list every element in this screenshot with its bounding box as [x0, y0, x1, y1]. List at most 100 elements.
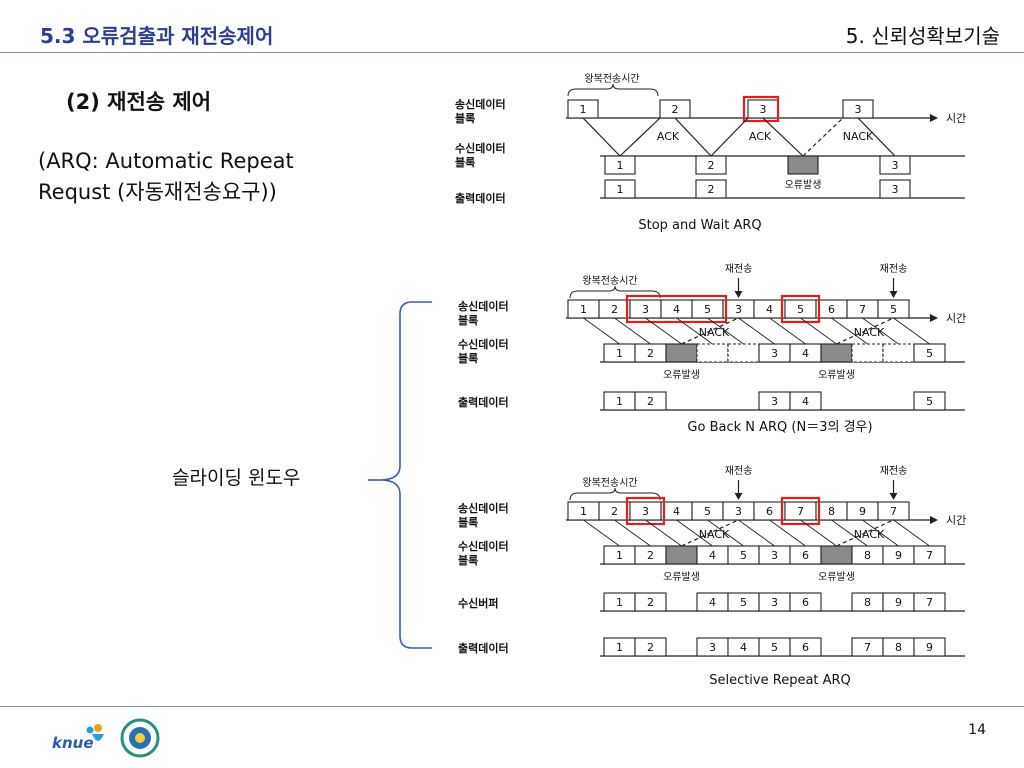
gbn-recv-block-9 — [851, 343, 884, 363]
sr-retransmit-label-2: 재전송 — [880, 465, 908, 477]
sr-send-block-11-label: 7 — [890, 505, 897, 518]
sw-output-row-label-line1: 출력데이터 — [455, 191, 506, 205]
gbn-retransmit-label-1: 재전송 — [725, 263, 753, 275]
sw-error-label: 오류발생 — [785, 179, 822, 191]
gbn-data-arrow-3 — [645, 317, 682, 345]
sw-send-row-label-line1: 송신데이터 — [455, 97, 506, 111]
gbn-send-block-6-label: 3 — [735, 303, 742, 316]
sr-recv-block-4-label: 4 — [709, 549, 716, 562]
sr-recv-row-label-line2: 블록 — [458, 554, 478, 567]
sr-highlight-1 — [625, 496, 666, 526]
gbn-data-arrow-6 — [738, 317, 775, 345]
gbn-title: Go Back N ARQ (N＝3의 경우) — [687, 420, 872, 435]
sr-send-axis-arrow — [930, 516, 938, 524]
sr-highlight-2 — [780, 496, 821, 526]
gbn-time-label: 시간 — [946, 312, 966, 325]
gbn-nack-arrow-2 — [836, 317, 894, 345]
sw-recv-row-label-line1: 수신데이터 — [455, 141, 506, 155]
gbn-highlight-1 — [625, 294, 728, 324]
sr-output-block-10-label: 8 — [895, 641, 902, 654]
gbn-recv-block-3 — [665, 343, 698, 363]
arq-description-line1: (ARQ: Automatic Repeat — [38, 149, 294, 173]
sw-ack-arrow-2 — [710, 117, 749, 157]
sr-send-block-10-label: 9 — [859, 505, 866, 518]
gbn-send-block-11-label: 5 — [890, 303, 897, 316]
sr-data-arrow-7 — [769, 519, 806, 547]
sr-output-block-5-label: 4 — [740, 641, 747, 654]
sr-output-block-1-label: 1 — [616, 641, 623, 654]
gbn-error-label-1: 오류발생 — [663, 369, 700, 381]
gbn-send-row-label-line1: 송신데이터 — [458, 299, 509, 313]
sr-send-block-5-label: 5 — [704, 505, 711, 518]
gbn-data-arrow-5 — [707, 317, 744, 345]
gbn-data-arrow-4 — [676, 317, 713, 345]
gbn-data-arrow-2 — [614, 317, 651, 345]
sr-recv-block-11-label: 7 — [926, 549, 933, 562]
section-title: 5.3 오류검출과 재전송제어 — [40, 24, 274, 48]
sr-send-block-2-label: 2 — [611, 505, 618, 518]
sr-send-block-9-label: 8 — [828, 505, 835, 518]
sr-send-block-8-label: 7 — [797, 505, 804, 518]
gbn-retransmit-arrowhead-1 — [734, 291, 743, 298]
sr-output-block-4-label: 3 — [709, 641, 716, 654]
sr-buffer-block-5-label: 5 — [740, 596, 747, 609]
gbn-output-block-7-label: 4 — [802, 395, 809, 408]
gbn-recv-block-8 — [820, 343, 853, 363]
logo-text: knue — [52, 734, 94, 752]
gbn-send-axis-arrow — [930, 314, 938, 322]
page-number: 14 — [968, 722, 986, 738]
sr-data-arrow-3 — [645, 519, 682, 547]
sr-buffer-block-7 — [789, 592, 822, 612]
sr-output-block-9-label: 7 — [864, 641, 871, 654]
sr-recv-block-1-label: 1 — [616, 549, 623, 562]
sr-buffer-block-1-label: 1 — [616, 596, 623, 609]
sr-buffer-row-label-line1: 수신버퍼 — [458, 596, 498, 610]
sw-send-axis-arrow — [930, 114, 938, 122]
sw-data-arrow-4 — [857, 117, 896, 157]
gbn-send-block-9-label: 6 — [828, 303, 835, 316]
sr-retransmit-label-1: 재전송 — [725, 465, 753, 477]
sw-send-block-3-label: 3 — [760, 103, 767, 116]
sr-data-arrow-1 — [583, 519, 620, 547]
sr-output-block-2 — [634, 637, 667, 657]
gbn-recv-block-7-label: 4 — [802, 347, 809, 360]
sw-rtt-label: 왕복전송시간 — [584, 73, 639, 85]
sr-data-arrow-8 — [800, 519, 837, 547]
sr-nack-arrow-1 — [681, 519, 739, 547]
sw-nack-label: NACK — [843, 130, 874, 143]
sr-buffer-block-9-label: 8 — [864, 596, 871, 609]
sr-nack-arrow-2 — [836, 519, 894, 547]
sw-data-arrow-2 — [674, 117, 712, 157]
sw-ack-label-2: ACK — [749, 130, 772, 143]
sw-send-block-2-label: 2 — [672, 103, 679, 116]
sr-output-block-7-label: 6 — [802, 641, 809, 654]
sw-output-block-1-label: 1 — [617, 183, 624, 196]
sliding-window-bracket — [379, 301, 432, 649]
sr-output-block-11-label: 9 — [926, 641, 933, 654]
gbn-highlight-2 — [780, 294, 821, 324]
sw-data-arrow-3 — [762, 117, 804, 157]
sr-recv-block-10-label: 9 — [895, 549, 902, 562]
sw-time-label: 시간 — [946, 112, 966, 125]
gbn-output-block-11-label: 5 — [926, 395, 933, 408]
sr-retransmit-arrowhead-2 — [889, 493, 898, 500]
sw-send-block-4-label: 3 — [855, 103, 862, 116]
gbn-recv-block-4 — [696, 343, 729, 363]
sr-send-block-4-label: 4 — [673, 505, 680, 518]
gbn-send-block-2-label: 2 — [611, 303, 618, 316]
sr-recv-block-5-label: 5 — [740, 549, 747, 562]
gbn-output-block-2-label: 2 — [647, 395, 654, 408]
gbn-output-block-11 — [913, 391, 946, 411]
gbn-rtt-brace — [569, 285, 661, 299]
sw-send-row-label-line2: 블록 — [455, 112, 475, 125]
sw-output-block-3 — [879, 179, 911, 199]
sr-recv-block-3 — [665, 545, 698, 565]
sr-output-block-2-label: 2 — [647, 641, 654, 654]
sr-time-label: 시간 — [946, 514, 966, 527]
sw-recv-block-1-label: 1 — [617, 159, 624, 172]
footer-divider — [0, 706, 1024, 707]
sr-data-arrow-4 — [676, 519, 713, 547]
gbn-retransmit-label-2: 재전송 — [880, 263, 908, 275]
sr-buffer-block-10-label: 9 — [895, 596, 902, 609]
